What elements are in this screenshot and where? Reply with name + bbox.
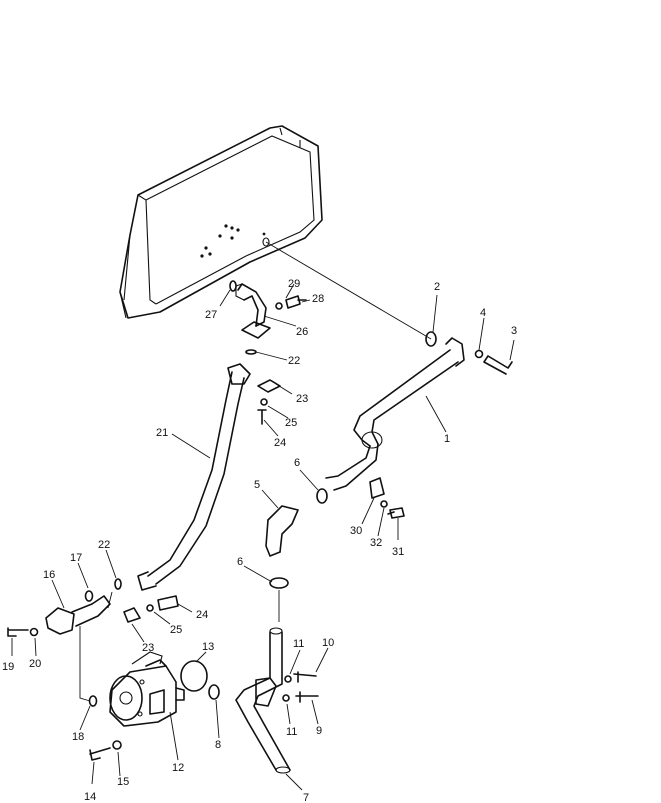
callout-21: 21 <box>156 427 168 439</box>
callout-31: 31 <box>392 546 404 558</box>
callout-6-lower: 6 <box>237 556 243 568</box>
callout-4: 4 <box>480 307 486 319</box>
tank-outlet-elbow <box>235 283 271 339</box>
callout-12: 12 <box>172 762 184 774</box>
pump-12 <box>109 651 185 727</box>
callout-13: 13 <box>202 641 214 653</box>
hose-21 <box>137 363 251 591</box>
callout-3: 3 <box>511 325 517 337</box>
callout-2: 2 <box>434 281 440 293</box>
callout-27: 27 <box>205 309 217 321</box>
callout-6-upper: 6 <box>294 457 300 469</box>
fasteners <box>7 295 513 761</box>
hose-5 <box>265 505 299 557</box>
callout-11-upper: 11 <box>293 638 304 650</box>
callout-19: 19 <box>2 661 14 673</box>
callout-28: 28 <box>312 293 324 305</box>
callout-10: 10 <box>322 637 334 649</box>
callout-25-lower: 25 <box>170 624 182 636</box>
tank-bolt-pattern <box>200 224 270 258</box>
elbow-16 <box>45 595 111 635</box>
callout-5: 5 <box>254 479 260 491</box>
callout-17: 17 <box>70 552 82 564</box>
leader-lines <box>11 241 515 791</box>
callout-1: 1 <box>444 433 450 445</box>
callout-labels: 1 2 3 4 5 6 6 7 8 9 10 11 11 12 13 14 15… <box>2 278 517 803</box>
pipe-1 <box>325 337 465 491</box>
callout-32: 32 <box>370 537 382 549</box>
callout-23-upper: 23 <box>296 393 308 405</box>
callout-7: 7 <box>303 792 309 803</box>
callout-23-lower: 23 <box>142 642 154 654</box>
callout-22-lower: 22 <box>98 539 110 551</box>
callout-24-upper: 24 <box>274 437 286 449</box>
callout-16: 16 <box>43 569 55 581</box>
callout-8: 8 <box>215 739 221 751</box>
callout-22-upper: 22 <box>288 355 300 367</box>
callout-26: 26 <box>296 326 308 338</box>
callout-18: 18 <box>72 731 84 743</box>
callout-14: 14 <box>84 791 96 803</box>
callout-29: 29 <box>288 278 300 290</box>
callout-24-lower: 24 <box>196 609 208 621</box>
callout-30: 30 <box>350 525 362 537</box>
pipe-7 <box>235 627 291 774</box>
callout-20: 20 <box>29 658 41 670</box>
callout-11-lower: 11 <box>286 726 297 738</box>
callout-9: 9 <box>316 725 322 737</box>
callout-25-upper: 25 <box>285 417 297 429</box>
callout-15: 15 <box>117 776 129 788</box>
hydraulic-tank <box>119 125 323 319</box>
